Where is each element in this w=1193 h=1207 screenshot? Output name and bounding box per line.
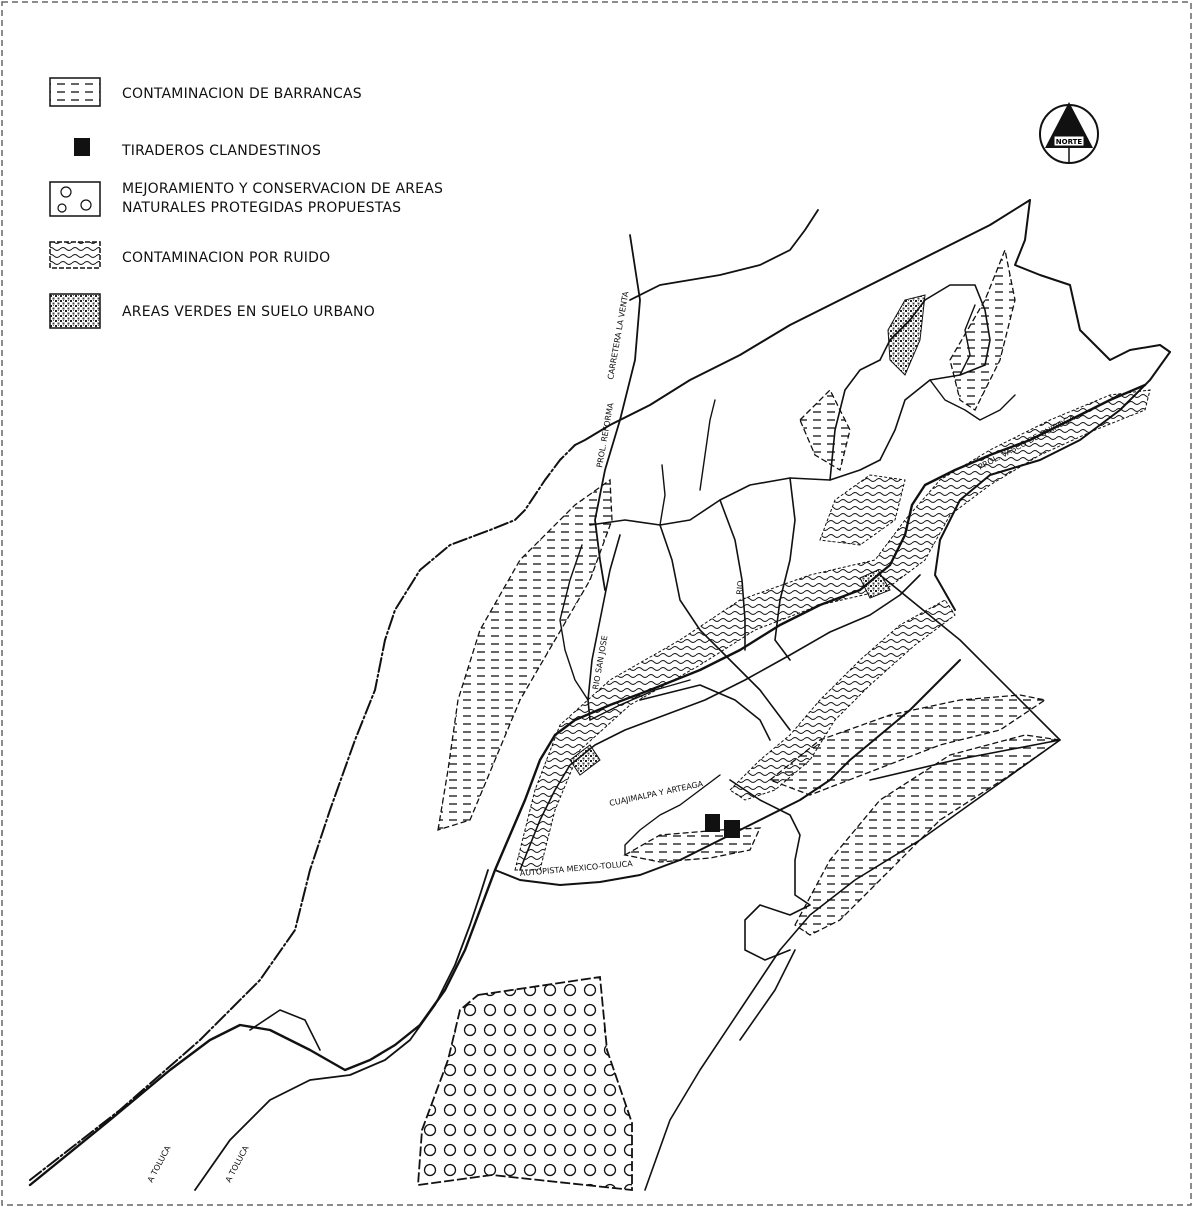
legend-label-areas-naturales-1: MEJORAMIENTO Y CONSERVACION DE AREAS — [122, 181, 443, 197]
noise-corridor-south — [729, 599, 956, 801]
legend-label-ruido: CONTAMINACION POR RUIDO — [122, 250, 330, 266]
road-label-carretera-la-venta: CARRETERA LA VENTA — [606, 290, 630, 380]
dense-stipple-swatch — [49, 293, 101, 329]
road-inner-11 — [559, 544, 589, 701]
road-loop-south — [729, 779, 811, 961]
road-inner-3 — [659, 524, 791, 731]
road-inner-7 — [879, 364, 986, 461]
legend-label-areas-verdes: AREAS VERDES EN SUELO URBANO — [122, 304, 375, 320]
road-inner-6 — [829, 359, 881, 481]
urban-green-area-1 — [887, 294, 926, 376]
boundary-east — [1014, 199, 1171, 361]
road-label-a-toluca-2: A TOLUCA — [224, 1144, 251, 1184]
noise-zone-north — [819, 474, 906, 546]
legend-item-areas-naturales: MEJORAMIENTO Y CONSERVACION DE AREAS NAT… — [49, 181, 443, 217]
wave-pattern-swatch — [49, 241, 101, 269]
boundary-south-line — [644, 739, 1061, 1191]
autopista-mexico-toluca — [494, 659, 961, 886]
road-a-toluca-west — [194, 869, 489, 1191]
dashed-hatch-swatch — [49, 77, 101, 107]
road-inner-5 — [774, 477, 796, 661]
road-inner-1 — [589, 459, 881, 526]
dump-site-marker — [724, 820, 740, 838]
boundary-south-line-2 — [739, 949, 796, 1041]
road-north-branch — [629, 209, 819, 301]
road-label-prol-reforma: PROL. REFORMA — [595, 402, 615, 469]
road-label-cuajimalpa: CUAJIMALPA Y ARTEAGA — [609, 779, 705, 808]
legend-item-barrancas: CONTAMINACION DE BARRANCAS — [49, 77, 362, 107]
circle-pattern-swatch — [49, 181, 101, 217]
black-square-marker — [74, 138, 90, 156]
road-label-rio: RIO — [735, 580, 745, 595]
delegation-boundary-northeast — [574, 199, 1031, 446]
road-inner-4 — [719, 499, 746, 651]
highway-main-parallel — [519, 574, 921, 871]
road-inner-9 — [659, 464, 666, 526]
boundary-east-2 — [934, 351, 1171, 611]
delegation-boundary-west — [29, 444, 576, 1181]
road-inner-2 — [587, 534, 621, 721]
road-carretera-la-venta — [594, 234, 641, 591]
road-north-loop — [879, 284, 991, 366]
dump-site-marker — [705, 814, 720, 832]
road-northeast-lines — [929, 379, 1016, 421]
protected-area-circles — [417, 975, 633, 1192]
road-south-diagonal — [639, 684, 771, 741]
urban-green-area-3 — [569, 744, 601, 776]
legend-label-areas-naturales-2: NATURALES PROTEGIDAS PROPUESTAS — [122, 200, 401, 216]
urban-green-area-2 — [859, 569, 891, 599]
road-west-loop — [249, 1009, 321, 1051]
barranca-zone-west — [437, 478, 613, 831]
road-inner-8 — [699, 399, 716, 491]
road-northeast-2 — [959, 304, 976, 376]
legend-item-ruido: CONTAMINACION POR RUIDO — [49, 241, 330, 269]
legend-label-barrancas: CONTAMINACION DE BARRANCAS — [122, 86, 362, 102]
legend: CONTAMINACION DE BARRANCAS TIRADEROS CLA… — [49, 77, 443, 329]
road-label-a-toluca-1: A TOLUCA — [146, 1144, 173, 1184]
road-loop-south-2 — [624, 774, 721, 856]
barranca-zone-north-2 — [799, 388, 851, 472]
legend-label-tiraderos: TIRADEROS CLANDESTINOS — [121, 143, 321, 159]
legend-item-areas-verdes: AREAS VERDES EN SUELO URBANO — [49, 293, 375, 329]
road-label-rio-san-jose: RIO SAN JOSE — [591, 635, 609, 691]
north-arrow-icon: NORTE — [1039, 102, 1099, 164]
road-inner-10 — [589, 679, 691, 721]
legend-item-tiraderos: TIRADEROS CLANDESTINOS — [74, 138, 321, 159]
highway-main — [28, 383, 1147, 1187]
north-arrow-label: NORTE — [1056, 138, 1083, 146]
barranca-zone-north — [949, 247, 1016, 411]
